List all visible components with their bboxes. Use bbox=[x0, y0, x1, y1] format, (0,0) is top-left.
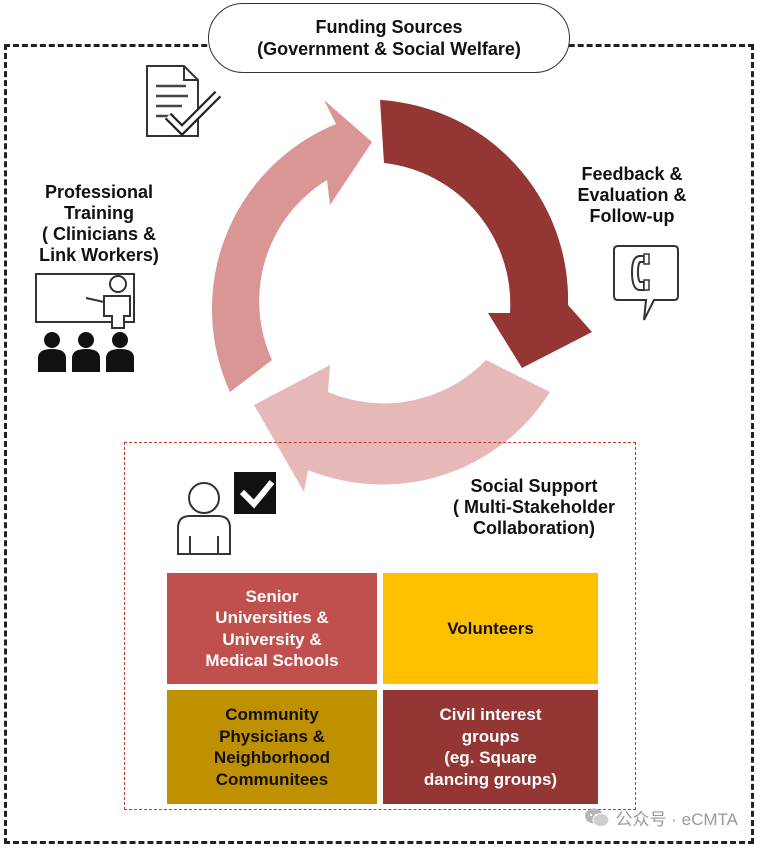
checkbox-checked-icon bbox=[234, 472, 276, 514]
grid-cell-universities: Senior Universities & University & Medic… bbox=[167, 573, 377, 684]
training-line: ( Clinicians & bbox=[41, 224, 157, 244]
watermark-text: 公众号 · eCMTA bbox=[615, 810, 738, 829]
cell-line: University & bbox=[222, 629, 322, 649]
cell-line: Neighborhood bbox=[213, 748, 331, 767]
feedback-line: Feedback & bbox=[581, 164, 683, 184]
phone-chat-icon bbox=[613, 245, 679, 321]
feedback-label: Feedback & Evaluation & Follow-up bbox=[562, 164, 702, 227]
cell-line: groups bbox=[461, 726, 520, 746]
cell-line: Physicians & bbox=[219, 726, 325, 746]
training-line: Professional bbox=[44, 182, 154, 202]
social-line: Social Support bbox=[470, 476, 598, 496]
grid-cell-community: Community Physicians & Neighborhood Comm… bbox=[167, 690, 377, 804]
cell-line: (eg. Square bbox=[444, 748, 537, 767]
training-line: Link Workers) bbox=[39, 245, 159, 265]
funding-sources-box: Funding Sources (Government & Social Wel… bbox=[208, 3, 570, 73]
grid-cell-volunteers: Volunteers bbox=[383, 573, 598, 684]
feedback-line: Follow-up bbox=[589, 206, 675, 226]
cycle-arrow-social bbox=[254, 360, 550, 492]
cell-line: Universities & bbox=[215, 608, 329, 627]
grid-cell-civil-groups: Civil interest groups (eg. Square dancin… bbox=[383, 690, 598, 804]
audience-icon bbox=[38, 332, 134, 372]
social-support-frame bbox=[124, 442, 636, 810]
presentation-icon bbox=[35, 273, 135, 372]
cycle-arrow-feedback bbox=[380, 100, 592, 368]
cell-line: Communitees bbox=[215, 769, 329, 789]
cell-line: Senior bbox=[245, 586, 299, 606]
funding-subtitle: (Government & Social Welfare) bbox=[257, 39, 521, 59]
cell-line: Community bbox=[225, 705, 319, 724]
cell-line: Medical Schools bbox=[205, 651, 339, 670]
social-line: Collaboration) bbox=[473, 518, 595, 538]
funding-title: Funding Sources bbox=[315, 17, 463, 37]
cell-line: Civil interest bbox=[439, 705, 542, 724]
document-check-icon bbox=[146, 65, 222, 137]
social-line: ( Multi-Stakeholder bbox=[452, 497, 615, 517]
wechat-icon bbox=[584, 808, 610, 827]
watermark: 公众号 · eCMTA bbox=[584, 805, 738, 830]
cycle-arrow-training bbox=[211, 100, 372, 392]
training-line: Training bbox=[63, 203, 134, 223]
training-label: Professional Training ( Clinicians & Lin… bbox=[18, 182, 180, 266]
person-icon bbox=[177, 472, 276, 555]
social-support-label: Social Support ( Multi-Stakeholder Colla… bbox=[432, 476, 636, 539]
cell-line: Volunteers bbox=[447, 618, 534, 638]
cell-line: dancing groups) bbox=[423, 769, 558, 789]
feedback-line: Evaluation & bbox=[577, 185, 687, 205]
